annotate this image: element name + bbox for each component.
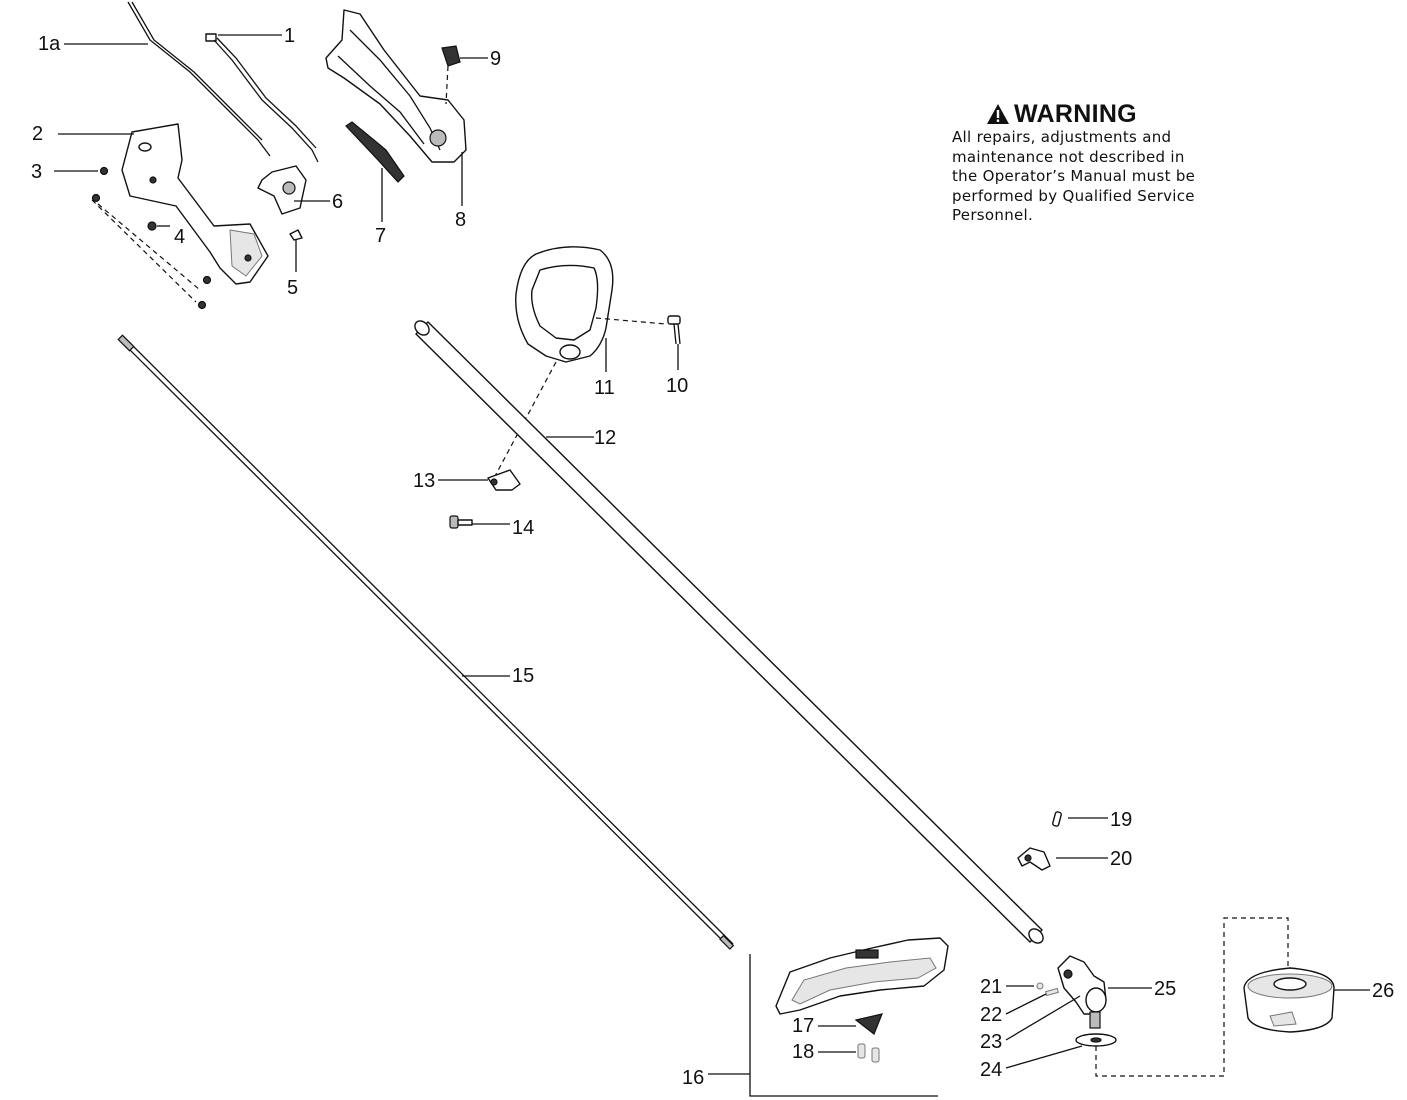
- callout-12: 12: [594, 427, 616, 449]
- callout-26: 26: [1372, 980, 1394, 1002]
- callout-1: 1: [284, 25, 295, 47]
- callout-1a: 1a: [38, 33, 61, 55]
- part-2-engine-housing: [121, 123, 269, 285]
- part-26-trimmer-head: [1243, 967, 1335, 1033]
- part-11-to-10-dashed-line: [595, 317, 667, 325]
- part-19-screw: [1052, 811, 1062, 827]
- callout-13: 13: [413, 470, 435, 492]
- part-16-guard-shield: [775, 937, 949, 1015]
- part-24-drive-disc: [1075, 1033, 1117, 1047]
- callout-2: 2: [32, 123, 43, 145]
- callout-4: 4: [174, 226, 185, 248]
- callout-25: 25: [1154, 978, 1176, 1000]
- part-17-line-cutter-blade: [854, 1013, 883, 1035]
- part-4-nut: [147, 221, 157, 231]
- screw-alignment-dashed-line: [91, 199, 201, 303]
- warning-body-text: All repairs, adjustments and maintenance…: [952, 128, 1196, 225]
- callout-15: 15: [512, 665, 534, 687]
- callout-8: 8: [455, 209, 466, 231]
- callout-18: 18: [792, 1041, 814, 1063]
- gearhead-to-trimmer-head-dashed-line: [1095, 917, 1289, 1077]
- leader-22: [1005, 993, 1047, 1015]
- part-3-screw: [91, 166, 212, 310]
- part-21-screw: [1036, 982, 1044, 990]
- part-9-lock-button: [441, 45, 461, 67]
- part-12-drive-tube: [414, 320, 1044, 944]
- part-1a-throttle-rod: [127, 1, 271, 157]
- warning-heading: WARNING: [986, 100, 1242, 128]
- part-20-clamp-bracket: [1017, 847, 1051, 871]
- part-22-screw: [1045, 987, 1059, 997]
- leader-24: [1005, 1045, 1083, 1069]
- part-8-rear-handle: [325, 9, 467, 163]
- part-15-drive-shaft: [117, 334, 735, 950]
- callout-23: 23: [980, 1031, 1002, 1053]
- callout-7: 7: [375, 225, 386, 247]
- part-6-throttle-trigger: [257, 165, 307, 215]
- callout-16: 16: [682, 1067, 704, 1089]
- callout-19: 19: [1110, 809, 1132, 831]
- leader-23: [1005, 995, 1081, 1041]
- part-5-clip: [289, 229, 303, 241]
- part-14-knob-screw: [449, 515, 473, 529]
- warning-notice: WARNING All repairs, adjustments and mai…: [952, 100, 1242, 226]
- callout-21: 21: [980, 976, 1002, 998]
- warning-triangle-icon: [987, 104, 1009, 124]
- callout-14: 14: [512, 517, 534, 539]
- warning-title-text: WARNING: [1014, 100, 1137, 128]
- part-16-assembly-bracket: [749, 954, 938, 1097]
- part-11-assist-handle: [515, 246, 614, 363]
- callout-5: 5: [287, 277, 298, 299]
- callout-3: 3: [31, 161, 42, 183]
- callout-24: 24: [980, 1059, 1002, 1081]
- callout-6: 6: [332, 191, 343, 213]
- part-7-switch: [345, 121, 405, 183]
- callout-9: 9: [490, 48, 501, 70]
- callout-10: 10: [666, 375, 688, 397]
- callout-22: 22: [980, 1004, 1002, 1026]
- part-25-gearhead: [1057, 955, 1107, 1029]
- part-10-bolt: [667, 315, 681, 345]
- callout-17: 17: [792, 1015, 814, 1037]
- part-9-dashed-line: [445, 65, 449, 105]
- callout-20: 20: [1110, 848, 1132, 870]
- part-18-screws: [857, 1043, 880, 1063]
- part-13-clamp: [487, 469, 521, 491]
- callout-11: 11: [594, 377, 615, 399]
- part-1-throttle-cable: [205, 33, 319, 163]
